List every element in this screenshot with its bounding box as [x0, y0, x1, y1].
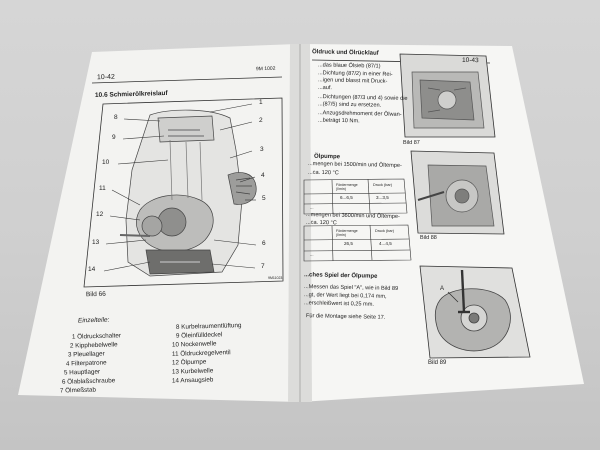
parts-right-12: 12 Ölpumpe [171, 358, 207, 367]
callout-7: 7 [261, 263, 265, 270]
table-2-row-2-label: ... [310, 252, 314, 257]
right-page-number: 10-43 [461, 56, 479, 65]
callout-5: 5 [262, 195, 266, 202]
parts-right-10: 10 Nockenwelle [171, 340, 217, 349]
parts-left-3: 3 Pleuellager [67, 350, 105, 359]
callout-11: 11 [99, 185, 106, 192]
table-1-pressure: 3...3,5 [376, 195, 389, 200]
parts-left-7: 7 Ölmeßstab [59, 386, 97, 395]
parts-right-14: 14 Ansaugsieb [171, 376, 214, 385]
pump-table-1 [303, 178, 408, 215]
callout-9: 9 [112, 134, 116, 141]
left-header-code: 9M 1002 [255, 65, 276, 73]
parts-left-4: 4 Filterpatrone [65, 359, 107, 368]
pump-table-2 [303, 224, 412, 262]
pump-text-2-line-2: ...ca. 120 °C [305, 219, 337, 227]
pump-text-1-line-2: ...ca. 120 °C [307, 169, 339, 177]
parts-right-9: 9 Öleinfülldeckel [175, 331, 223, 340]
table-1-header-pressure: Druck (bar) [373, 183, 392, 187]
table-2-pressure: 4...4,5 [379, 241, 392, 246]
callout-3: 3 [260, 146, 264, 153]
callout-2: 2 [259, 117, 263, 124]
figure-88-caption: Bild 88 [420, 235, 437, 241]
table-2-flow: 26,5 [344, 241, 353, 246]
figure-89-label-a: A [440, 286, 445, 292]
figure-66-leaders [103, 103, 257, 272]
figure-66-code: 9M11023 [268, 276, 283, 280]
left-page-number: 10-42 [96, 73, 116, 82]
engine-figure-frame [83, 97, 284, 288]
parts-left-5: 5 Hauptlager [63, 368, 101, 377]
callout-13: 13 [92, 239, 100, 246]
figure-89-drawing [434, 269, 511, 352]
parts-left-2: 2 Kipphebelwelle [69, 341, 118, 350]
figure-66-caption: Bild 66 [85, 290, 106, 299]
callout-1: 1 [259, 99, 263, 106]
callout-12: 12 [96, 211, 104, 218]
callout-14: 14 [88, 266, 96, 273]
figure-88-drawing [417, 164, 495, 227]
callout-4: 4 [261, 172, 265, 179]
engine-drawing [119, 109, 257, 277]
table-2-header-flow: Fördermenge (l/min) [336, 229, 358, 237]
callout-6: 6 [262, 240, 266, 247]
figure-87-drawing [411, 71, 485, 129]
table-2-header-pressure: Druck (bar) [375, 229, 394, 233]
figure-87-caption: Bild 87 [403, 140, 420, 146]
left-header-rule [91, 76, 283, 84]
table-1-header-flow: Fördermenge (l/min) [336, 183, 358, 191]
text-block-1-line-4: ...auf. [317, 84, 333, 92]
figure-89-caption: Bild 89 [428, 360, 447, 366]
table-1-flow: 6...6,5 [340, 195, 353, 200]
callout-10: 10 [102, 159, 110, 166]
parts-right-13: 13 Kurbelwelle [171, 367, 214, 376]
table-1-row-2-label: ... [310, 205, 314, 210]
oil-pump-heading: Ölpumpe [313, 153, 341, 161]
parts-heading: Einzelteile: [77, 316, 110, 325]
text-block-1-line-8: ...beträgt 10 Nm. [317, 117, 360, 125]
callout-8: 8 [114, 114, 118, 121]
